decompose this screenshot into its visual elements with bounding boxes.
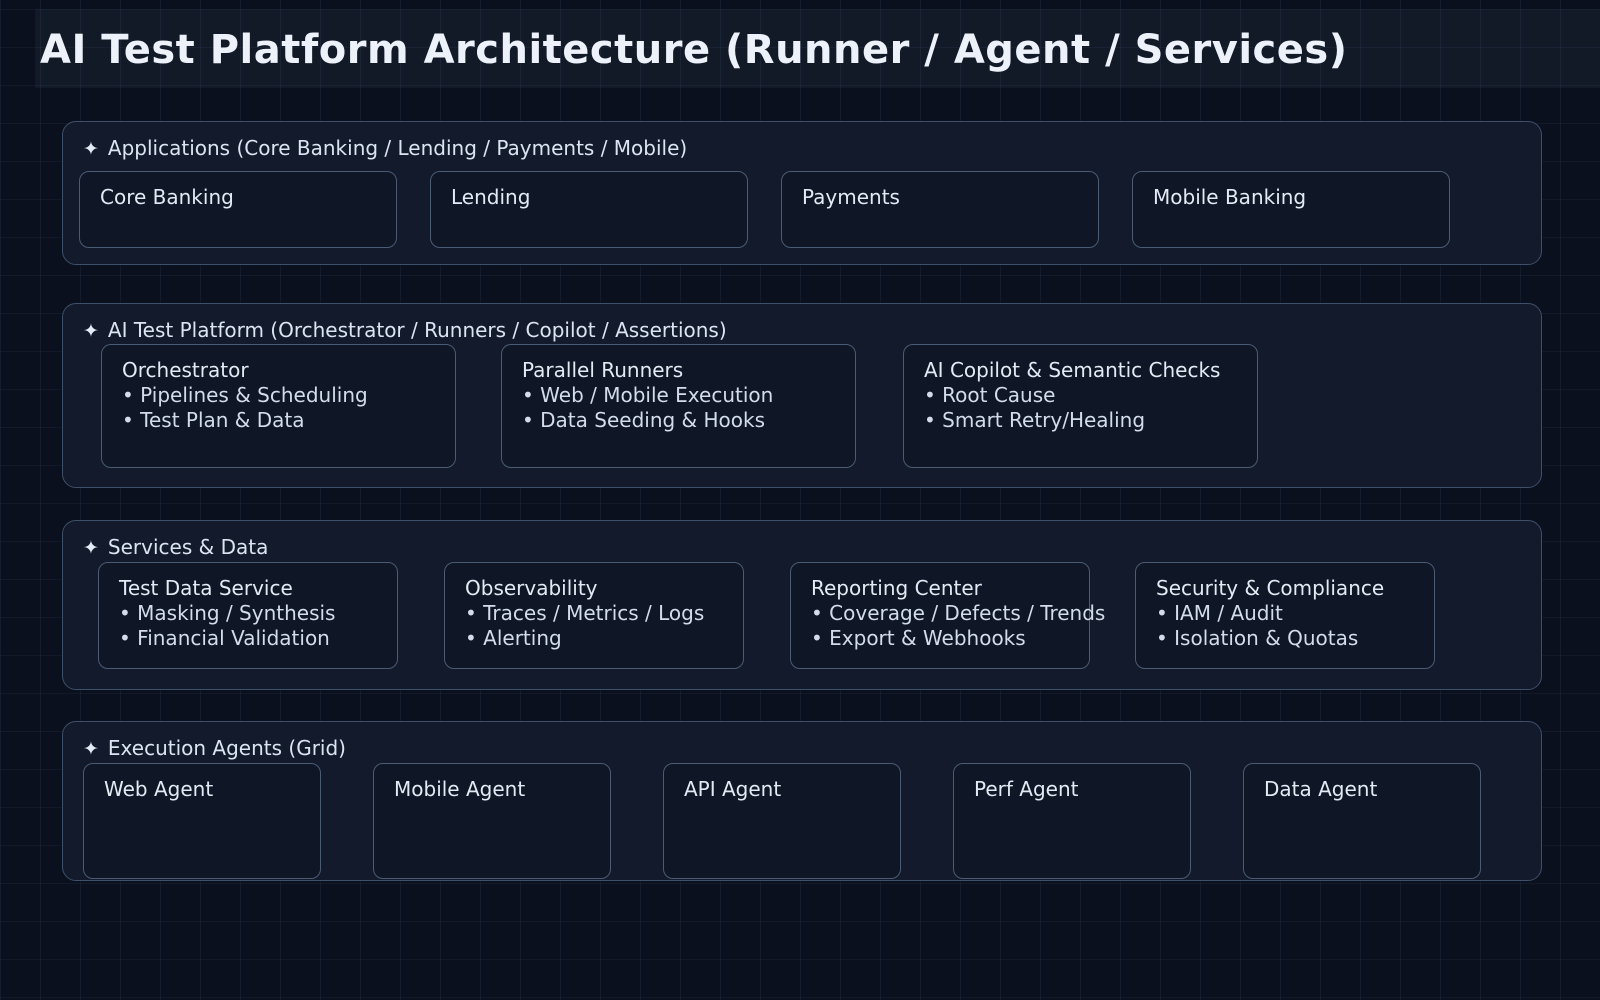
card-bullet: • Financial Validation xyxy=(119,626,330,650)
section-title-text: AI Test Platform (Orchestrator / Runners… xyxy=(107,318,727,342)
card-payments: Payments xyxy=(781,171,1099,248)
card-ai-copilot-semantic-checks: AI Copilot & Semantic Checks • Root Caus… xyxy=(903,344,1258,468)
card-lending: Lending xyxy=(430,171,748,248)
sparkle-icon: ✦ xyxy=(83,738,99,760)
card-title: Data Agent xyxy=(1264,777,1378,801)
card-api-agent: API Agent xyxy=(663,763,901,879)
card-test-data-service: Test Data Service • Masking / Synthesis … xyxy=(98,562,398,669)
sparkle-icon: ✦ xyxy=(83,138,99,160)
page-title: AI Test Platform Architecture (Runner / … xyxy=(40,27,1348,73)
card-title: Core Banking xyxy=(100,185,234,209)
card-title: Web Agent xyxy=(104,777,214,801)
card-security-compliance: Security & Compliance • IAM / Audit • Is… xyxy=(1135,562,1435,669)
card-mobile-banking: Mobile Banking xyxy=(1132,171,1450,248)
card-title: Mobile Banking xyxy=(1153,185,1307,209)
card-title: Payments xyxy=(802,185,900,209)
card-title: Lending xyxy=(451,185,531,209)
card-reporting-center: Reporting Center • Coverage / Defects / … xyxy=(790,562,1106,669)
section-services-data: ✦ Services & Data Test Data Service • Mas… xyxy=(62,520,1542,690)
card-bullet: • Data Seeding & Hooks xyxy=(522,408,766,432)
section-title-text: Services & Data xyxy=(107,535,269,559)
card-title: Mobile Agent xyxy=(394,777,526,801)
section-execution-agents: ✦ Execution Agents (Grid) Web Agent Mobil… xyxy=(62,721,1542,881)
card-perf-agent: Perf Agent xyxy=(953,763,1191,879)
card-bullet: • Masking / Synthesis xyxy=(119,601,336,625)
card-title: Reporting Center xyxy=(811,576,982,600)
header-band xyxy=(35,9,1600,88)
sparkle-icon: ✦ xyxy=(83,320,99,342)
card-title: Parallel Runners xyxy=(522,358,684,382)
card-title: Orchestrator xyxy=(122,358,249,382)
section-applications: ✦ Applications (Core Banking / Lending / … xyxy=(62,121,1542,265)
card-bullet: • Isolation & Quotas xyxy=(1156,626,1359,650)
card-core-banking: Core Banking xyxy=(79,171,397,248)
card-bullet: • Pipelines & Scheduling xyxy=(122,383,368,407)
section-ai-test-platform: ✦ AI Test Platform (Orchestrator / Runner… xyxy=(62,303,1542,488)
card-bullet: • Root Cause xyxy=(924,383,1056,407)
card-bullet: • Smart Retry/Healing xyxy=(924,408,1146,432)
section-services-data-title: ✦ Services & Data xyxy=(83,535,268,559)
section-applications-title: ✦ Applications (Core Banking / Lending / … xyxy=(83,136,687,160)
section-title-text: Execution Agents (Grid) xyxy=(107,736,346,760)
sparkle-icon: ✦ xyxy=(83,537,99,559)
card-parallel-runners: Parallel Runners • Web / Mobile Executio… xyxy=(501,344,856,468)
card-data-agent: Data Agent xyxy=(1243,763,1481,879)
card-bullet: • Alerting xyxy=(465,626,562,650)
section-title-text: Applications (Core Banking / Lending / P… xyxy=(107,136,688,160)
card-title: Security & Compliance xyxy=(1156,576,1385,600)
card-observability: Observability • Traces / Metrics / Logs … xyxy=(444,562,744,669)
card-bullet: • Coverage / Defects / Trends xyxy=(811,601,1106,625)
card-bullet: • Web / Mobile Execution xyxy=(522,383,774,407)
card-bullet: • Export & Webhooks xyxy=(811,626,1026,650)
card-orchestrator: Orchestrator • Pipelines & Scheduling • … xyxy=(101,344,456,468)
section-execution-agents-title: ✦ Execution Agents (Grid) xyxy=(83,736,346,760)
card-title: Perf Agent xyxy=(974,777,1079,801)
card-bullet: • IAM / Audit xyxy=(1156,601,1283,625)
card-title: Test Data Service xyxy=(119,576,293,600)
card-title: API Agent xyxy=(684,777,782,801)
card-title: AI Copilot & Semantic Checks xyxy=(924,358,1221,382)
section-ai-test-platform-title: ✦ AI Test Platform (Orchestrator / Runner… xyxy=(83,318,727,342)
card-title: Observability xyxy=(465,576,598,600)
card-bullet: • Traces / Metrics / Logs xyxy=(465,601,705,625)
card-bullet: • Test Plan & Data xyxy=(122,408,305,432)
card-web-agent: Web Agent xyxy=(83,763,321,879)
card-mobile-agent: Mobile Agent xyxy=(373,763,611,879)
